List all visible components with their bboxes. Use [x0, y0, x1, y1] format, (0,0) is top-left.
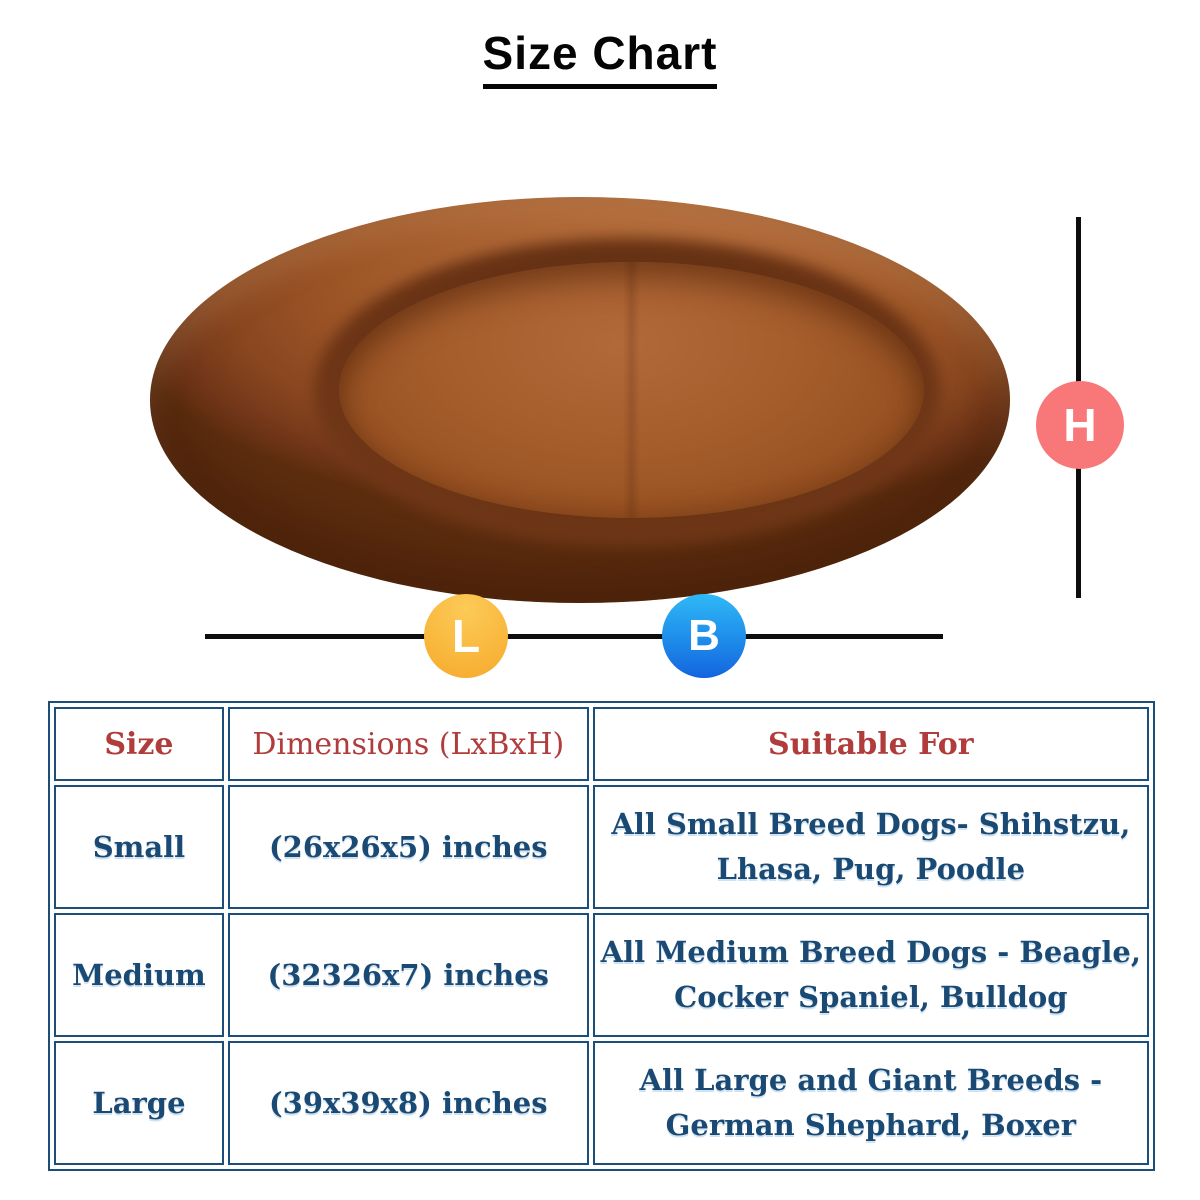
suitable-for-cell: All Small Breed Dogs- Shihstzu, Lhasa, P… [592, 785, 1149, 909]
breadth-badge-label: B [688, 611, 720, 660]
dog-bed-cushion [339, 261, 924, 518]
table-row-medium: Medium (32326x7) inches All Medium Breed… [54, 913, 1149, 1037]
length-breadth-measure-line [205, 634, 943, 639]
dimensions-cell: (26x26x5) inches [227, 785, 589, 909]
suitable-line: Cocker Spaniel, Bulldog [674, 980, 1068, 1014]
size-cell: Medium [54, 913, 224, 1037]
size-chart-table: Size Dimensions (LxBxH) Suitable For Sma… [48, 701, 1155, 1171]
header-row: Size Dimensions (LxBxH) Suitable For [54, 707, 1149, 781]
dimensions-cell: (39x39x8) inches [227, 1041, 589, 1165]
suitable-for-cell: All Large and Giant Breeds - German Shep… [592, 1041, 1149, 1165]
length-badge-label: L [451, 610, 481, 662]
page-title: Size Chart [482, 26, 718, 89]
suitable-line: Lhasa, Pug, Poodle [716, 852, 1026, 886]
suitable-line: All Medium Breed Dogs - Beagle, [600, 935, 1141, 970]
column-header-dimensions: Dimensions (LxBxH) [227, 707, 589, 781]
length-badge: L [424, 594, 508, 678]
suitable-line: All Small Breed Dogs- Shihstzu, [611, 807, 1131, 842]
column-header-suitable-for: Suitable For [592, 707, 1149, 781]
title-bar: Size Chart [0, 26, 1200, 89]
height-badge: H [1036, 381, 1124, 469]
column-header-size: Size [54, 707, 224, 781]
table-row-large: Large (39x39x8) inches All Large and Gia… [54, 1041, 1149, 1165]
height-badge-label: H [1063, 399, 1097, 451]
table-row-small: Small (26x26x5) inches All Small Breed D… [54, 785, 1149, 909]
size-cell: Large [54, 1041, 224, 1165]
suitable-line: All Large and Giant Breeds - [639, 1063, 1103, 1098]
size-cell: Small [54, 785, 224, 909]
size-chart-table-container: Size Dimensions (LxBxH) Suitable For Sma… [48, 701, 1155, 1171]
breadth-badge: B [662, 594, 746, 678]
dimensions-cell: (32326x7) inches [227, 913, 589, 1037]
suitable-for-cell: All Medium Breed Dogs - Beagle, Cocker S… [592, 913, 1149, 1037]
suitable-line: German Shephard, Boxer [665, 1108, 1077, 1142]
dog-bed-image [150, 197, 1010, 603]
